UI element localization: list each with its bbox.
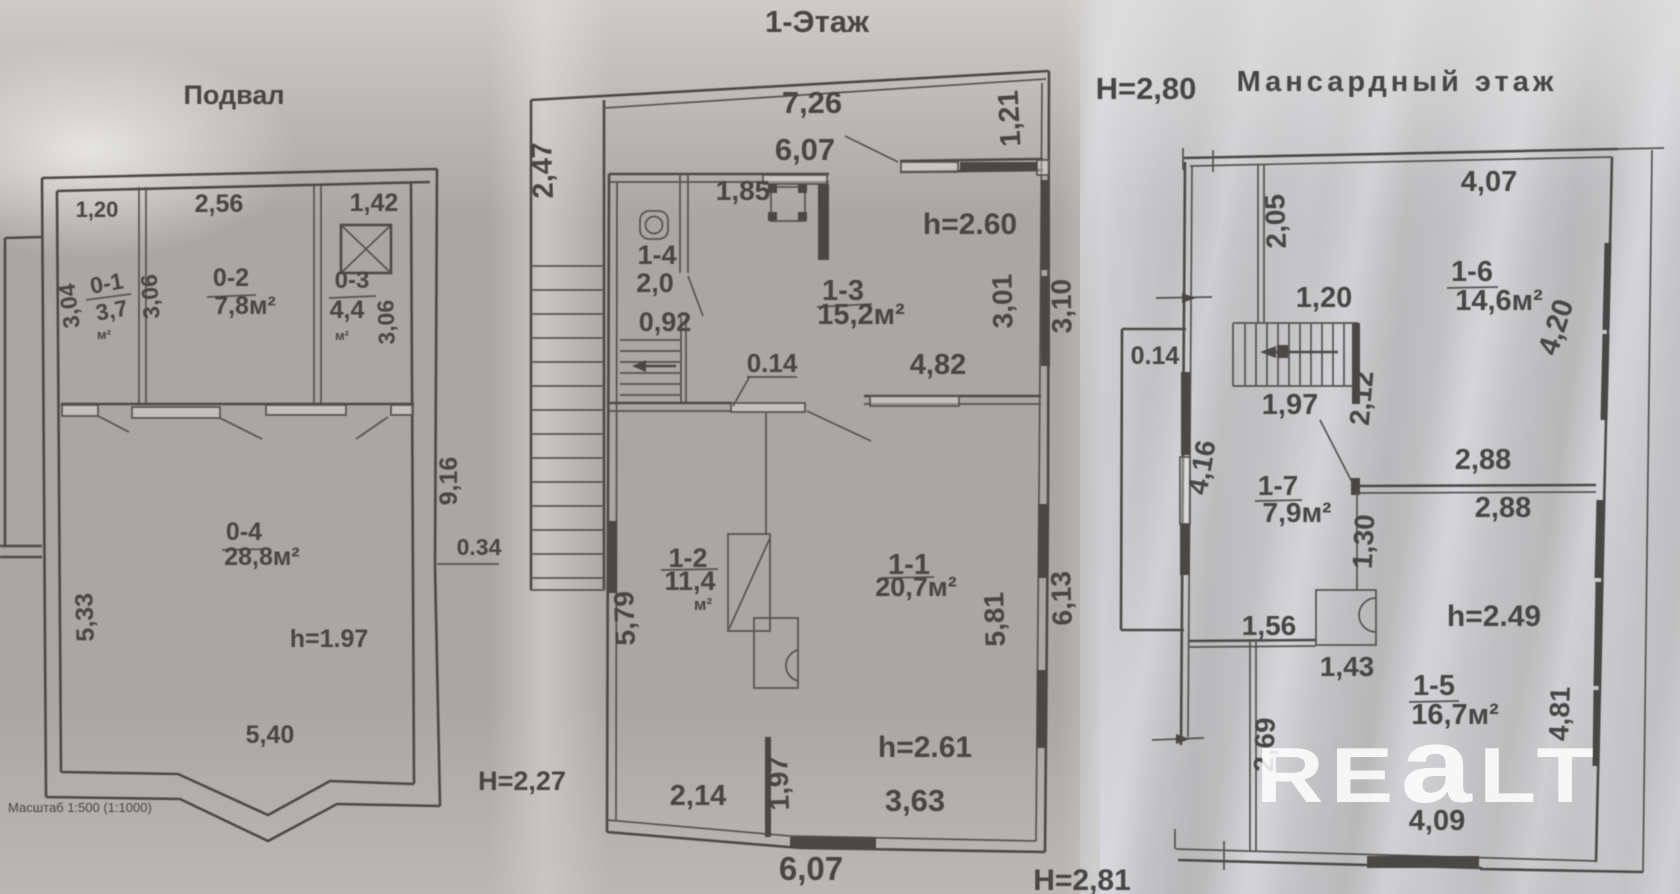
svg-text:1-3: 1-3	[822, 275, 864, 307]
svg-text:6,07: 6,07	[775, 132, 835, 167]
svg-text:м²: м²	[694, 595, 713, 614]
svg-text:1,20: 1,20	[76, 197, 119, 222]
svg-text:2,88: 2,88	[1455, 444, 1511, 476]
svg-text:5,79: 5,79	[608, 591, 641, 647]
svg-text:2,56: 2,56	[195, 190, 244, 218]
svg-text:6,07: 6,07	[779, 850, 843, 887]
svg-text:1,97: 1,97	[1262, 389, 1318, 421]
svg-text:7,26: 7,26	[782, 85, 842, 120]
svg-text:16,7м²: 16,7м²	[1411, 699, 1499, 731]
svg-text:1,42: 1,42	[350, 189, 399, 217]
svg-text:h=2.60: h=2.60	[923, 208, 1017, 241]
svg-text:3,10: 3,10	[1046, 279, 1078, 334]
svg-text:0,92: 0,92	[639, 307, 692, 337]
svg-text:4,07: 4,07	[1461, 166, 1517, 198]
svg-text:20,7м²: 20,7м²	[875, 572, 957, 602]
svg-text:1,21: 1,21	[993, 89, 1028, 147]
svg-text:3,63: 3,63	[885, 783, 945, 818]
svg-text:2,12: 2,12	[1344, 370, 1380, 427]
svg-text:h=2.49: h=2.49	[1447, 600, 1541, 633]
svg-text:11,4: 11,4	[664, 566, 715, 596]
svg-text:1-Этаж: 1-Этаж	[765, 4, 870, 39]
svg-text:0.34: 0.34	[457, 534, 502, 560]
svg-text:1,43: 1,43	[1320, 651, 1375, 682]
svg-text:h=1.97: h=1.97	[290, 625, 369, 653]
svg-text:0-3: 0-3	[335, 267, 370, 294]
svg-text:2,69: 2,69	[1248, 717, 1281, 773]
svg-text:3,7: 3,7	[94, 295, 130, 326]
svg-text:0.14: 0.14	[1131, 342, 1180, 370]
svg-text:0.14: 0.14	[747, 348, 798, 378]
svg-text:9,16: 9,16	[435, 457, 463, 506]
svg-text:1-6: 1-6	[1451, 256, 1493, 288]
svg-text:3,04: 3,04	[53, 282, 84, 330]
svg-text:5,40: 5,40	[246, 721, 295, 749]
svg-text:м²: м²	[335, 328, 350, 343]
svg-text:1-4: 1-4	[637, 240, 676, 270]
svg-text:2,47: 2,47	[526, 142, 560, 200]
svg-text:3,06: 3,06	[372, 299, 400, 345]
svg-text:2,0: 2,0	[636, 268, 674, 298]
svg-text:Мансардный этаж: Мансардный этаж	[1237, 66, 1558, 98]
svg-text:h=2.61: h=2.61	[878, 731, 972, 764]
svg-text:14,6м²: 14,6м²	[1455, 285, 1543, 317]
svg-text:1,97: 1,97	[762, 756, 795, 812]
svg-text:0-2: 0-2	[213, 264, 249, 292]
svg-text:1,85: 1,85	[716, 175, 771, 206]
svg-text:0-1: 0-1	[88, 267, 125, 298]
svg-text:3,06: 3,06	[135, 273, 164, 319]
svg-text:5,33: 5,33	[70, 592, 100, 642]
svg-text:Подвал: Подвал	[183, 80, 284, 110]
svg-text:5,81: 5,81	[978, 592, 1011, 648]
svg-text:1-7: 1-7	[1258, 470, 1298, 501]
svg-text:1,56: 1,56	[1242, 610, 1297, 641]
svg-text:7,8м²: 7,8м²	[214, 292, 276, 320]
svg-text:1,30: 1,30	[1347, 513, 1381, 569]
svg-text:3,01: 3,01	[987, 274, 1019, 329]
svg-text:6,13: 6,13	[1045, 571, 1078, 627]
svg-text:4,82: 4,82	[910, 349, 966, 381]
svg-text:2,14: 2,14	[670, 780, 726, 812]
svg-text:0-4: 0-4	[226, 518, 262, 546]
svg-text:1,20: 1,20	[1296, 282, 1352, 314]
svg-text:Н=2,80: Н=2,80	[1096, 71, 1197, 106]
svg-text:4,4: 4,4	[330, 296, 365, 324]
svg-text:15,2м²: 15,2м²	[817, 299, 905, 331]
svg-text:Масштаб 1:500 (1:1000): Масштаб 1:500 (1:1000)	[8, 800, 152, 815]
svg-text:4,09: 4,09	[1409, 805, 1465, 837]
svg-text:2,05: 2,05	[1259, 194, 1292, 250]
svg-text:1-2: 1-2	[668, 543, 707, 573]
svg-text:7,9м²: 7,9м²	[1263, 497, 1332, 528]
svg-text:м²: м²	[97, 327, 112, 342]
svg-text:1-5: 1-5	[1413, 670, 1455, 702]
svg-text:2,88: 2,88	[1475, 492, 1531, 524]
svg-text:1-1: 1-1	[888, 549, 930, 581]
svg-text:4,81: 4,81	[1543, 686, 1576, 742]
svg-text:Н=2,81: Н=2,81	[1033, 864, 1131, 894]
svg-text:Н=2,27: Н=2,27	[478, 766, 566, 796]
svg-text:28,8м²: 28,8м²	[224, 543, 299, 571]
